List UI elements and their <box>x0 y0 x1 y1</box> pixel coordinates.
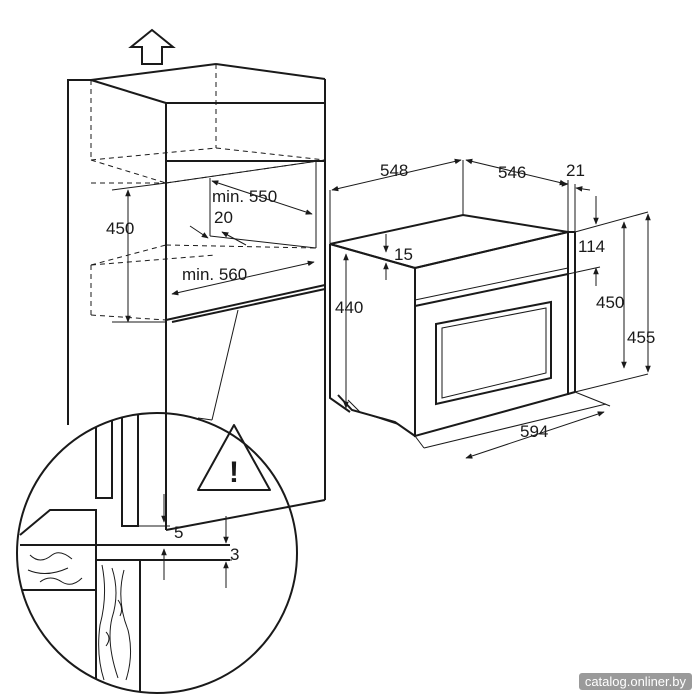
cabinet-dimensions: 450 min. 550 20 min. 560 <box>106 180 315 323</box>
panel-height-label: 114 <box>578 237 605 256</box>
gap-top-label: 20 <box>214 208 233 227</box>
warning-symbol: ! <box>229 456 239 489</box>
oven-dimensions: 548 546 21 15 440 114 450 455 594 <box>329 158 655 459</box>
min-width-label: min. 560 <box>182 265 247 284</box>
detail-view: 5 3 <box>16 412 298 694</box>
detail-offset-label: 3 <box>230 545 239 564</box>
oven-width-label: 594 <box>520 422 548 441</box>
front-height-inner-label: 450 <box>596 293 624 312</box>
front-thickness-label: 21 <box>566 161 585 180</box>
cabinet <box>67 63 326 531</box>
cabinet-height-label: 450 <box>106 219 134 238</box>
warning-triangle-icon: ! <box>197 424 271 491</box>
oven-depth-total-label: 548 <box>380 161 408 180</box>
detail-gap-label: 5 <box>174 523 183 542</box>
front-height-total-label: 455 <box>627 328 655 347</box>
top-offset-label: 15 <box>394 245 413 264</box>
watermark: catalog.onliner.by <box>578 673 692 690</box>
oven-depth-body-label: 546 <box>498 163 526 182</box>
oven <box>329 213 576 438</box>
up-arrow-icon <box>128 28 176 65</box>
body-height-label: 440 <box>335 298 363 317</box>
min-depth-label: min. 550 <box>212 187 277 206</box>
